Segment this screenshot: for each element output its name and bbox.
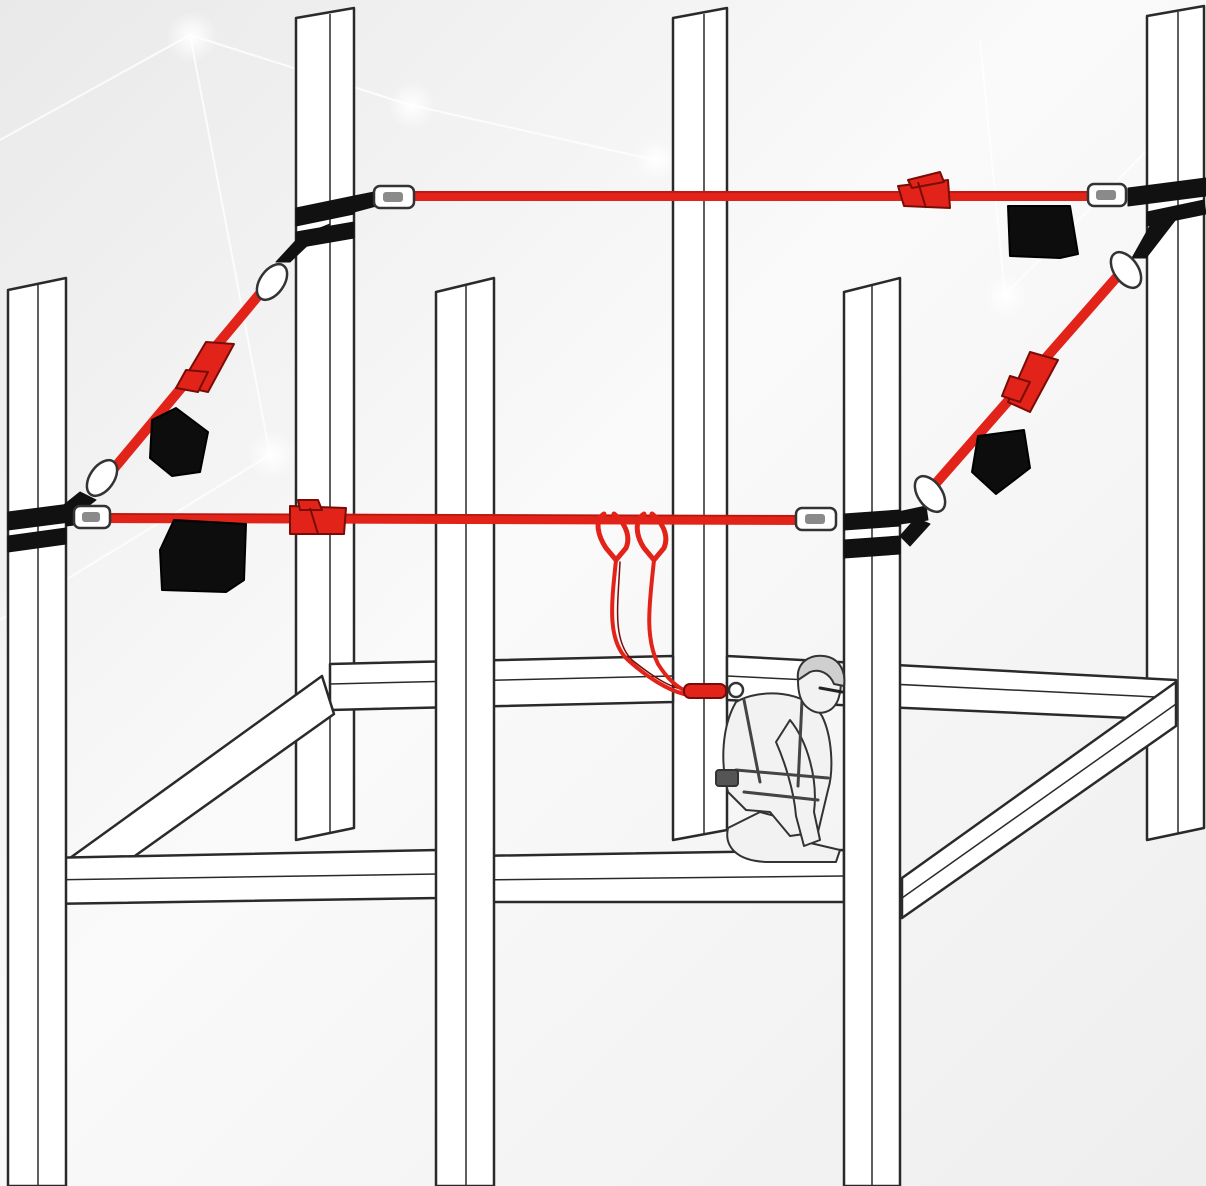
shock-absorber — [684, 684, 726, 698]
glow-dot — [166, 11, 218, 63]
glow-dot — [634, 138, 678, 182]
worker-dorsal-ring — [729, 683, 743, 697]
worker-harness-buckle — [716, 770, 738, 786]
glow-dot — [388, 82, 436, 130]
post-front-middle — [436, 278, 494, 1186]
post-back-middle — [673, 8, 727, 840]
post-front-left — [8, 278, 66, 1186]
glow-dot — [248, 431, 296, 479]
glow-dot — [984, 274, 1028, 318]
storage-bag-back — [1008, 206, 1078, 258]
storage-bag-front — [160, 520, 246, 592]
lifeline-front — [102, 518, 812, 520]
